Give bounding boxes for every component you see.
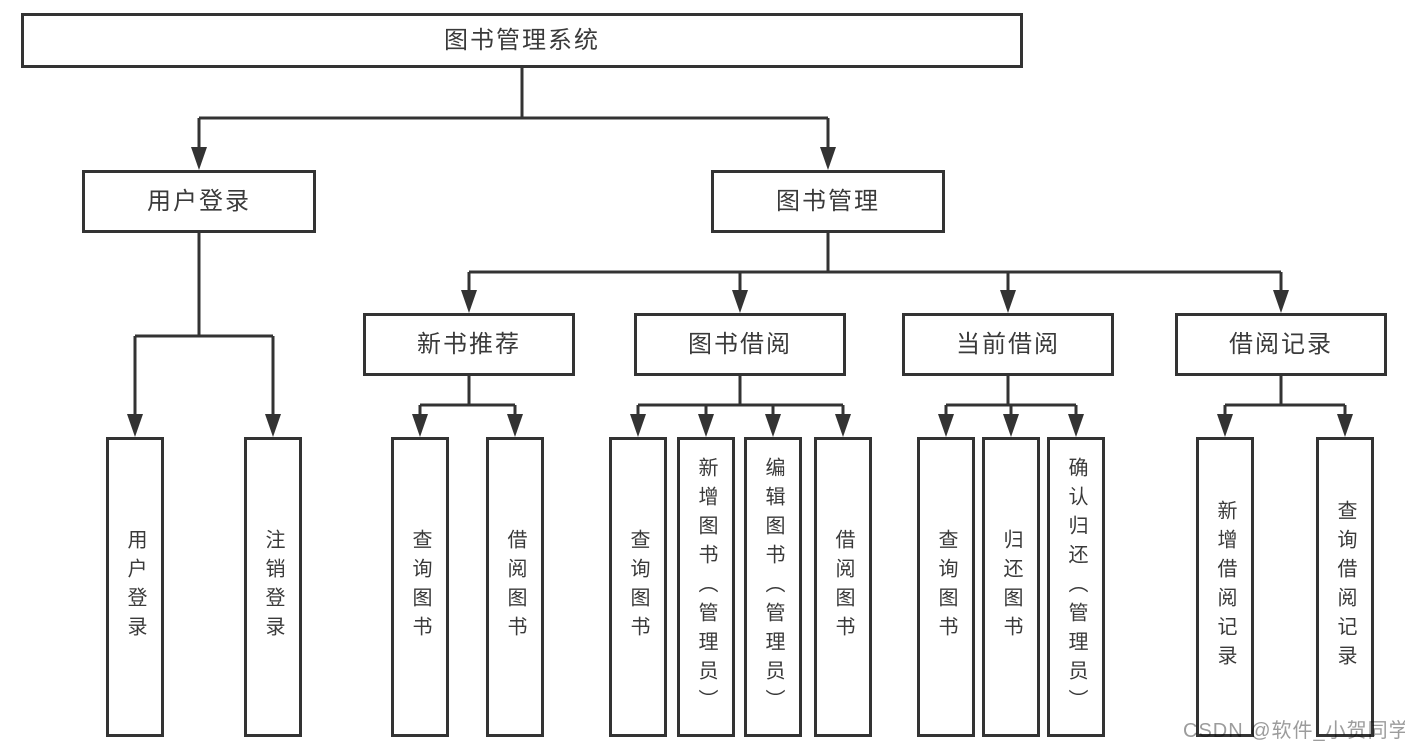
connector-current-borrow (944, 376, 1078, 416)
arrowhead-current-borrow (1000, 290, 1016, 313)
node-current-borrow: 当前借阅 (902, 313, 1114, 376)
leaf-cb-query-book: 查询图书 (917, 437, 975, 737)
arrowhead-cb-confirm (1068, 414, 1084, 437)
node-user-login: 用户登录 (82, 170, 316, 233)
node-new-book-recommend: 新书推荐 (363, 313, 575, 376)
leaf-br-add-record: 新增借阅记录 (1196, 437, 1254, 737)
arrowhead-book-management (820, 147, 836, 170)
arrowhead-leaf-logout (265, 414, 281, 437)
arrowhead-new-book-recommend (461, 290, 477, 313)
arrowhead-nb-query (412, 414, 428, 437)
arrowhead-bb-edit (765, 414, 781, 437)
connector-user-branch (133, 233, 275, 416)
csdn-watermark: CSDN @软件_小贺同学 (1183, 720, 1405, 742)
arrowhead-bb-add (698, 414, 714, 437)
connector-book-branch (467, 233, 1283, 292)
leaf-cb-confirm-return-admin: 确认归还（管理员） (1047, 437, 1105, 737)
leaf-bb-edit-book-admin: 编辑图书（管理员） (744, 437, 802, 737)
connector-root-to-level2 (197, 68, 830, 150)
node-book-management: 图书管理 (711, 170, 945, 233)
arrowhead-cb-query (938, 414, 954, 437)
leaf-user-login: 用户登录 (106, 437, 164, 737)
connector-book-borrow (636, 376, 845, 416)
arrowhead-cb-return (1003, 414, 1019, 437)
leaf-bb-borrow-book: 借阅图书 (814, 437, 872, 737)
arrowhead-nb-borrow (507, 414, 523, 437)
arrowhead-bb-borrow (835, 414, 851, 437)
leaf-nb-borrow-book: 借阅图书 (486, 437, 544, 737)
arrowhead-bb-query (630, 414, 646, 437)
leaf-nb-query-book: 查询图书 (391, 437, 449, 737)
arrowhead-br-add (1217, 414, 1233, 437)
node-borrow-records: 借阅记录 (1175, 313, 1387, 376)
connector-borrow-records (1223, 376, 1347, 416)
arrowhead-br-query (1337, 414, 1353, 437)
node-book-borrow: 图书借阅 (634, 313, 846, 376)
leaf-bb-query-book: 查询图书 (609, 437, 667, 737)
arrowhead-book-borrow (732, 290, 748, 313)
arrowhead-leaf-user-login (127, 414, 143, 437)
arrowhead-borrow-records (1273, 290, 1289, 313)
leaf-br-query-record: 查询借阅记录 (1316, 437, 1374, 737)
connector-new-book-recommend (418, 376, 517, 416)
leaf-cb-return-book: 归还图书 (982, 437, 1040, 737)
leaf-logout: 注销登录 (244, 437, 302, 737)
leaf-bb-add-book-admin: 新增图书（管理员） (677, 437, 735, 737)
arrowhead-user-login (191, 147, 207, 170)
node-root: 图书管理系统 (21, 13, 1023, 68)
